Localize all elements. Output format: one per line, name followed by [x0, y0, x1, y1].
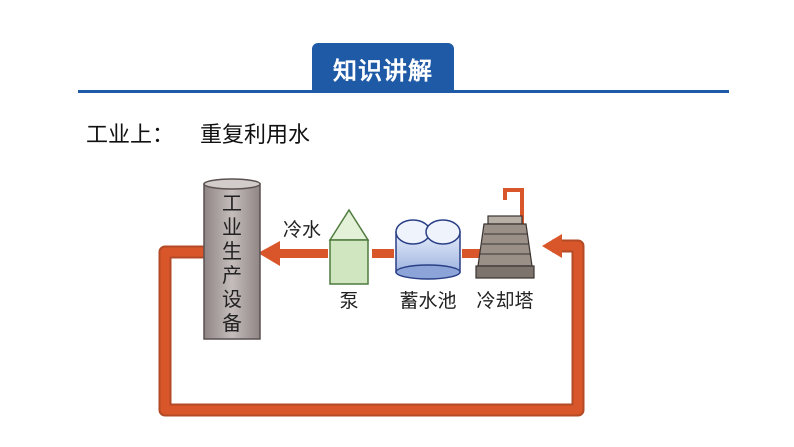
header-divider	[78, 90, 729, 93]
industrial-equipment: 工 业 生 产 设 备	[203, 178, 261, 340]
pump-icon	[328, 208, 370, 285]
pipe-segment-reservoir-pump	[372, 249, 394, 258]
equipment-char: 产	[222, 263, 242, 287]
heading-text: 重复利用水	[200, 123, 311, 148]
arrow-into-tower-icon	[542, 234, 562, 258]
cold-water-label: 冷水	[283, 219, 321, 241]
reservoir-label: 蓄水池	[399, 290, 456, 312]
pump-label: 泵	[339, 290, 358, 312]
equipment-char: 设	[222, 287, 242, 311]
equipment-char: 业	[222, 215, 242, 239]
equipment-char: 工	[222, 191, 242, 215]
page-heading: 工业上： 重复利用水	[86, 117, 310, 149]
section-badge: 知识讲解	[312, 43, 454, 93]
pipe-segment-tower-reservoir	[462, 249, 482, 258]
equipment-char: 备	[222, 311, 242, 335]
cooling-tower-label: 冷却塔	[476, 290, 533, 312]
pipe-segment-pump-equipment	[273, 249, 328, 258]
reservoir-icon	[395, 219, 461, 280]
cooling-tower-icon	[475, 215, 535, 279]
heading-prefix: 工业上：	[86, 123, 175, 148]
equipment-char: 生	[222, 239, 242, 263]
arrow-into-equipment-icon	[258, 241, 280, 266]
